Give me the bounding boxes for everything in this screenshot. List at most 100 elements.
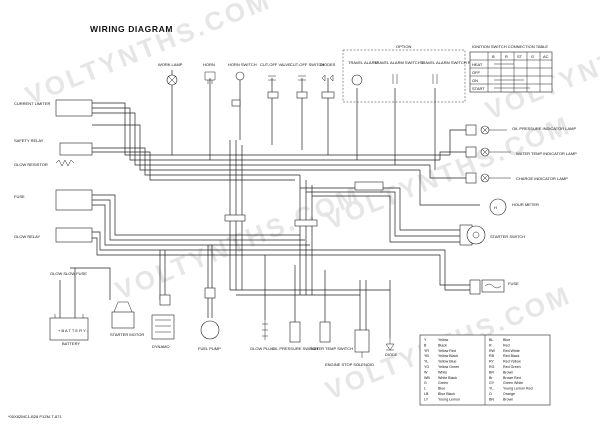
legend-right-name-2: Red White	[503, 349, 520, 353]
battery-symbol: + B A T T E R Y -	[49, 314, 89, 341]
starter-switch-symbol	[466, 225, 486, 245]
legend-left-name-11: Young Lemon	[438, 397, 460, 401]
label-diode-bottom: DIODE	[385, 352, 398, 357]
label-work-lamp: WORK LAMP	[158, 62, 183, 67]
cut-off-switch-symbol	[298, 75, 306, 81]
label-safety-relay: SAFETY RELAY	[14, 138, 44, 143]
label-cut-off-switch: CUT-OFF SWITCH	[290, 62, 324, 67]
engine-stop-solenoid-symbol	[354, 329, 370, 358]
legend-right-code-5: RG	[489, 365, 495, 369]
oil-pressure-switch-symbol	[289, 321, 301, 343]
charge-lamp-symbol	[480, 173, 511, 183]
label-diodes: DIODES	[320, 62, 336, 67]
watermark: VOLTYNTHS.COM	[21, 0, 276, 111]
page-title: WIRING DIAGRAM	[90, 24, 173, 34]
legend-left-code-9: L	[424, 387, 426, 391]
label-oil-pressure-lamp: OIL PRESSURE INDICATOR LAMP	[512, 126, 576, 131]
ignition-col-b: B	[492, 54, 495, 59]
legend-right-code-4: RY	[489, 360, 495, 364]
legend-right-name-0: Blue	[503, 338, 510, 342]
ignition-row-heat: HEAT	[472, 62, 483, 67]
label-current-limiter: CURRENT LIMITER	[14, 101, 50, 106]
legend-left-code-8: G	[424, 381, 427, 385]
label-oil-pressure-switch: OIL PRESSURE SWITCH	[272, 346, 318, 351]
legend-left-name-9: Blue	[438, 387, 445, 391]
label-fuse-left: FUSE	[14, 194, 25, 199]
oil-pressure-lamp-symbol	[480, 125, 507, 135]
diodes-symbol	[321, 74, 334, 82]
legend-left-code-1: B	[424, 343, 427, 347]
ignition-row-start: START	[472, 86, 485, 91]
option-item-travel-alarm: TRAVEL ALARM	[348, 60, 378, 65]
color-legend	[419, 334, 551, 406]
legend-left-name-3: Yellow Black	[438, 354, 458, 358]
label-starter-switch: STARTER SWITCH	[490, 234, 525, 239]
legend-left-code-7: WB	[424, 376, 430, 380]
legend-left-code-4: YL	[424, 360, 428, 364]
option-item-switch-l: TRAVEL ALARM SWITCH L	[374, 60, 425, 65]
hour-meter-symbol: H	[489, 198, 507, 216]
legend-right-code-0: BL	[489, 338, 493, 342]
legend-right-name-3: Red Black	[503, 354, 520, 358]
water-temp-switch-symbol	[319, 321, 331, 343]
ignition-table-title: IGNITION SWITCH CONNECTION TABLE	[472, 44, 548, 49]
svg-text:H: H	[494, 205, 497, 210]
label-hour-meter: HOUR METER	[512, 202, 539, 207]
legend-right-name-8: Green White	[503, 381, 523, 385]
label-battery: BATTERY	[62, 341, 80, 346]
ignition-switch-table: IGNITION SWITCH CONNECTION TABLE B R ST …	[469, 44, 553, 93]
legend-right-code-2: RW	[489, 349, 496, 353]
legend-left-name-6: White	[438, 370, 447, 374]
footer-code: *00X8ZMC1-B28 P1ZM-T-871	[8, 414, 62, 419]
label-glow-slow-fuse: GLOW SLOW FUSE	[50, 271, 87, 276]
label-horn: HORN	[203, 62, 215, 67]
label-glow-resistor: GLOW RESISTOR	[14, 162, 48, 167]
legend-left-name-5: Yellow Green	[438, 365, 459, 369]
horn-symbol	[204, 71, 216, 84]
dynamo-symbol	[151, 314, 175, 340]
legend-left-code-5: YG	[424, 365, 429, 369]
legend-right-code-9: YL	[489, 387, 493, 391]
legend-left-code-6: W	[424, 370, 428, 374]
ignition-col-g: G	[531, 54, 534, 59]
legend-left-name-2: Yellow Red	[438, 349, 456, 353]
label-starter-motor: STARTER MOTOR	[110, 332, 144, 337]
glow-resistor-symbol	[55, 159, 75, 167]
fuse-right-symbol	[481, 279, 505, 293]
legend-left-code-2: YR	[424, 349, 429, 353]
legend-right-code-8: GY	[489, 381, 495, 385]
ignition-col-ac: AC	[543, 54, 549, 59]
fuel-pump-symbol	[200, 320, 220, 340]
label-water-temp-lamp: WATER TEMP INDICATOR LAMP	[516, 151, 577, 156]
glow-plug-symbol	[262, 320, 268, 340]
option-label: OPTION	[396, 44, 411, 49]
svg-text:+ B A T T E R Y -: + B A T T E R Y -	[58, 328, 89, 333]
ignition-col-st: ST	[517, 54, 523, 59]
ignition-row-off: OFF	[472, 70, 481, 75]
label-glow-plug: GLOW PLUG	[250, 346, 274, 351]
label-fuse-right: FUSE	[508, 281, 519, 286]
horn-switch-symbol	[235, 71, 245, 81]
water-temp-lamp-symbol	[480, 147, 511, 157]
option-item-switch-r: TRAVEL ALARM SWITCH R	[420, 60, 471, 65]
legend-right-code-1: R	[489, 343, 492, 347]
label-engine-stop-solenoid: ENGINE STOP SOLENOID	[325, 362, 374, 367]
ignition-row-on: ON	[472, 78, 478, 83]
legend-right-code-10: O	[489, 392, 492, 396]
legend-right-name-11: Brown	[503, 397, 513, 401]
legend-right-code-7: Br	[489, 376, 493, 380]
legend-left-name-0: Yellow	[438, 338, 449, 342]
label-charge-lamp: CHARGE INDICATOR LAMP	[516, 176, 568, 181]
legend-left-code-0: Y	[424, 338, 427, 342]
legend-left-name-7: White Black	[438, 376, 457, 380]
legend-left-code-10: LB	[424, 392, 429, 396]
label-water-temp-switch: WATER TEMP SWITCH	[310, 346, 353, 351]
legend-left-name-4: Yellow Blue	[438, 360, 456, 364]
cut-off-valve-symbol	[268, 75, 276, 81]
legend-right-code-3: RB	[489, 354, 495, 358]
work-lamp-symbol	[166, 74, 178, 86]
legend-right-name-9: Young Lemon Red	[503, 387, 533, 391]
